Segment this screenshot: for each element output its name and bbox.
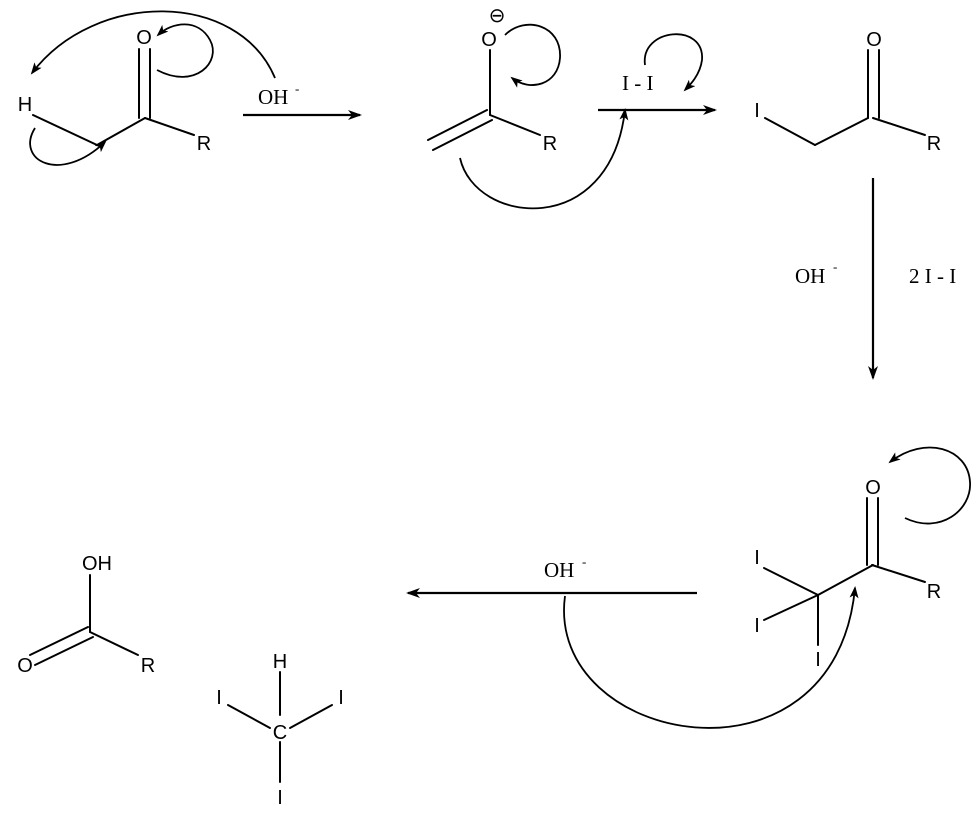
methyl-ketone: O H R: [18, 27, 211, 155]
bond-c-r: [144, 117, 195, 136]
bond-c-r-5: [89, 631, 139, 656]
atom-iodine-6b: I: [338, 687, 344, 709]
reagent-minus-3: -: [582, 554, 586, 569]
reaction-arrow-4: OH -: [406, 554, 697, 598]
atom-oxygen-2: O: [481, 29, 497, 51]
bond-c-r-2: [489, 114, 541, 136]
atom-oxygen: O: [136, 27, 152, 49]
bond-c-i-left: [227, 704, 271, 729]
carboxylic-acid: OH O R: [17, 553, 155, 677]
curved-arrow-enolate-o: [504, 24, 561, 88]
curved-arrow-carbonyl-4: [888, 446, 971, 525]
atom-r-group-2: R: [543, 133, 557, 155]
atom-oxygen-5: O: [17, 655, 33, 677]
reagent-two-iodine: 2 I - I: [909, 264, 956, 288]
atom-iodine-4b: I: [754, 615, 760, 637]
bond-co-double-5b: [34, 636, 94, 666]
atom-iodine-4c: I: [815, 649, 821, 671]
atom-r-group-4: R: [927, 581, 941, 603]
iodo-ketone: O I R: [754, 29, 941, 155]
bond-c-c-3: [814, 117, 869, 146]
reagent-hydroxide-2: OH: [795, 264, 825, 288]
curved-arrow-hydroxide-attack: [30, 10, 276, 79]
bond-c-r-3: [872, 117, 926, 136]
atom-hydroxyl: OH: [82, 553, 112, 575]
atom-carbon-6: C: [273, 722, 287, 744]
triiodo-ketone: O I I I R: [754, 477, 941, 671]
reagent-iodine: I - I: [622, 71, 653, 95]
bond-co-double-5a: [29, 626, 89, 656]
reaction-arrow-1: OH -: [243, 81, 362, 120]
atom-hydrogen-6: H: [273, 651, 287, 673]
bond-i-c: [764, 117, 816, 146]
bond-cc-double-a: [427, 109, 488, 141]
reaction-arrow-3: OH - 2 I - I: [795, 178, 956, 380]
curved-arrow-enolate-attack: [459, 108, 629, 210]
reagent-hydroxide-1: OH: [258, 85, 288, 109]
bond-c-r-4: [871, 564, 926, 583]
atom-oxygen-3: O: [866, 29, 882, 51]
bond-c-i-right: [289, 704, 333, 729]
curved-arrow-iodine: [644, 33, 703, 92]
atom-iodine-6a: I: [216, 687, 222, 709]
atom-hydrogen: H: [18, 94, 32, 116]
reagent-minus-1: -: [295, 81, 299, 96]
bond-i-c-top: [763, 567, 819, 596]
reagent-minus-2: -: [833, 259, 837, 274]
curved-arrow-carbonyl: [156, 23, 214, 78]
iodoform: H C I I I: [216, 651, 344, 809]
bond-h-c: [32, 114, 98, 146]
bond-cc-double-b: [432, 119, 493, 151]
reagent-hydroxide-3: OH: [544, 558, 574, 582]
atom-iodine-3: I: [754, 100, 760, 122]
atom-iodine-6c: I: [277, 787, 283, 809]
bond-c-c: [96, 117, 146, 146]
bond-c-c-4: [817, 564, 874, 596]
atom-r-group-3: R: [927, 133, 941, 155]
atom-iodine-4a: I: [754, 547, 760, 569]
bond-i-c-mid: [763, 594, 819, 621]
reaction-arrow-2: I - I: [598, 71, 717, 115]
curved-arrow-ch-bond: [29, 127, 107, 166]
negative-charge: ⊖: [489, 5, 506, 27]
atom-r-group-5: R: [141, 655, 155, 677]
atom-r-group: R: [197, 133, 211, 155]
enolate: O ⊖ R: [427, 5, 557, 155]
atom-oxygen-4: O: [865, 477, 881, 499]
curved-arrow-hydroxide-attack-2: [563, 586, 859, 729]
